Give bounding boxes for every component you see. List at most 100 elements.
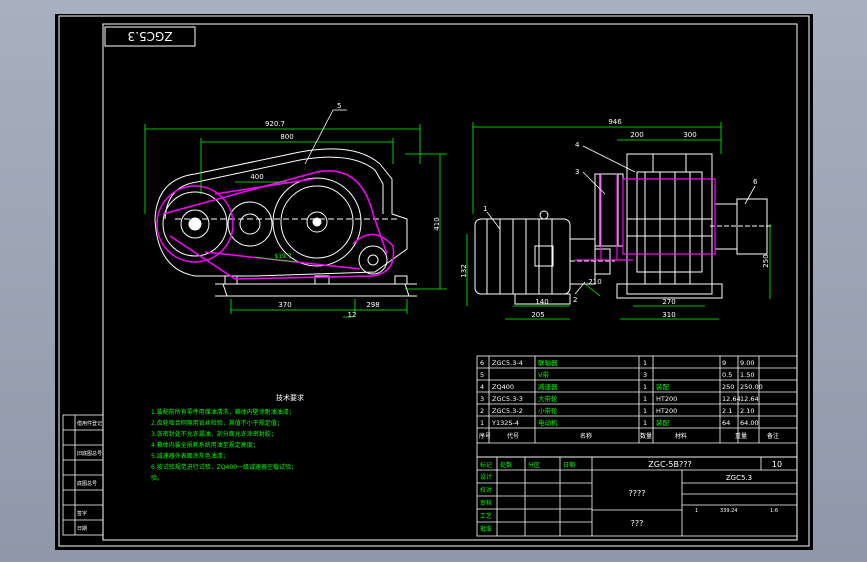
sheet-frame [58, 15, 810, 547]
v-belt-front [156, 170, 395, 280]
bom-row-4-no: 3 [480, 395, 484, 403]
title-sheet-count: 10 [772, 460, 782, 469]
note-line-6: 6.按试验规范进行试验，ZQ400一级减速器空载试验； [151, 463, 297, 471]
bom-header-material: 材料 [675, 432, 687, 440]
bom-row-2-w2: 1.50 [740, 371, 754, 379]
bom-row-2-no: 5 [480, 371, 484, 379]
bom-header-qty: 数量 [640, 432, 652, 440]
stamp-box: ZGC5.3 [104, 26, 196, 47]
bom-row-2-qty: 3 [643, 371, 647, 379]
dim-205: 205 [531, 311, 544, 319]
bom-header-no: 序号 [479, 432, 491, 440]
bom-row-5-w1: 2.1 [722, 407, 732, 415]
stamp-row-7: 签字 [77, 510, 87, 517]
bom-row-4-w2: 12.64 [740, 395, 759, 403]
title-name: ???? [629, 489, 646, 498]
title-sheets: 1 [695, 508, 698, 514]
note-line-2: 2.齿轮啮合侧隙用铅丝检验，其值不小于规定值； [151, 419, 283, 427]
title-label-5: 批准 [480, 525, 492, 533]
bom-row-6-qty: 1 [643, 419, 647, 427]
drawing-sheet: ZGC5.3 [55, 14, 813, 550]
title-company: ??? [631, 519, 644, 528]
dim-270: 270 [662, 298, 675, 306]
bom-row-1-code: ZGC5.3-4 [492, 359, 523, 367]
side-view-highlight [575, 174, 716, 261]
front-view-dimensions [144, 124, 447, 318]
side-view-dimension-labels: 946 200 300 250 132 210 140 205 270 310 [460, 118, 770, 319]
bom-row-5-qty: 1 [643, 407, 647, 415]
bom-row-1-no: 6 [480, 359, 484, 367]
bom-header-note: 备注 [767, 432, 779, 440]
bom-row-1-w2: 9.00 [740, 359, 754, 367]
bom-header-code: 代号 [507, 432, 519, 440]
motor-pulley [569, 238, 615, 285]
bom-row-6-material: 装配 [656, 418, 670, 427]
title-label-9: 日期 [563, 461, 575, 469]
bom-row-4-w1: 12.64 [722, 395, 741, 403]
dim-300: 300 [683, 131, 696, 139]
title-label-7: 处数 [500, 461, 512, 469]
dim-800: 800 [280, 133, 293, 141]
drawing-canvas: ZGC5.3 [58, 15, 810, 547]
bom-row-6-no: 1 [480, 419, 484, 427]
callout-5: 5 [304, 102, 347, 165]
bom-row-5-code: ZGC5.3-2 [492, 407, 523, 415]
title-label-2: 校对 [480, 486, 492, 494]
gearbox-pulley [594, 173, 624, 247]
side-view-callouts: 1 2 3 4 6 [483, 141, 758, 304]
title-block: ZGC-5B??? 10 ZGC5.3 ???? ??? 1 339.24 1:… [476, 456, 798, 537]
bom-header-name: 名称 [580, 432, 592, 440]
bom-row-5-no: 2 [480, 407, 484, 415]
bom-row-3-name: 减速器 [538, 382, 558, 391]
note-line-1: 1.装配前所有零件用煤油清洗，箱体内壁涂耐油油漆； [151, 408, 295, 416]
pulley-small [358, 245, 388, 275]
motor [474, 210, 571, 305]
gearbox-end-view [616, 153, 723, 299]
bom-row-3-w1: 250 [722, 383, 734, 391]
bom-row-1-w1: 9 [722, 359, 726, 367]
bom-row-3-w2: 250.00 [740, 383, 763, 391]
bom-row-4-qty: 1 [643, 395, 647, 403]
dim-946: 946 [608, 118, 622, 126]
stamp-row-8: 日期 [77, 526, 87, 532]
bom-row-3-qty: 1 [643, 383, 647, 391]
technical-notes: 技术要求 1.装配前所有零件用煤油清洗，箱体内壁涂耐油油漆； 2.齿轮啮合侧隙用… [151, 393, 304, 482]
title-label-8: 分区 [528, 461, 540, 469]
dim-note: $19.7 [274, 253, 291, 260]
bom-row-4-material: HT200 [656, 395, 677, 403]
bom-row-1-name: 联轴器 [538, 358, 558, 367]
gearbox-housing [154, 148, 408, 277]
stamp-row-5: 底图总号 [77, 480, 97, 487]
dim-310: 310 [662, 311, 675, 319]
stamp-text: ZGC5.3 [128, 29, 173, 43]
title-label-1: 设计 [480, 473, 492, 481]
title-model: ZGC-5B??? [648, 460, 691, 469]
callout-6: 6 [753, 178, 758, 186]
callout-5-label: 5 [337, 102, 341, 110]
stamp-row-1: 借用件登记 [77, 420, 102, 427]
dim-400: 400 [250, 173, 263, 181]
bom-row-6-name: 电动机 [538, 418, 558, 427]
note-line-5: 5.减速器外表面涂灰色油漆； [151, 452, 229, 460]
callout-3: 3 [575, 168, 579, 176]
side-view-dimensions [466, 122, 771, 320]
dim-140: 140 [535, 298, 548, 306]
front-view: 920.7 800 400 410 370 298 12 $19.7 5 [144, 102, 447, 319]
bom-row-4-name: 大带轮 [538, 394, 558, 403]
bom-row-6-w2: 64.00 [740, 419, 759, 427]
dim-370: 370 [278, 301, 291, 309]
coupling [710, 198, 773, 255]
title-label-4: 工艺 [480, 512, 492, 520]
dim-132: 132 [460, 264, 468, 277]
bom-row-2-name: V带 [538, 371, 549, 379]
dim-210: 210 [588, 278, 601, 286]
dim-200: 200 [630, 131, 643, 139]
title-label-3: 审核 [480, 499, 492, 507]
bom-row-5-name: 小带轮 [538, 406, 558, 415]
note-line-3: 3.各密封处不允许漏油，剖分面允许涂密封胶； [151, 430, 277, 438]
bom-row-5-material: HT200 [656, 407, 677, 415]
stamp-row-3: 旧底图总号 [77, 450, 102, 457]
front-view-base [215, 275, 417, 297]
bom-row-4-code: ZGC5.3-3 [492, 395, 523, 403]
